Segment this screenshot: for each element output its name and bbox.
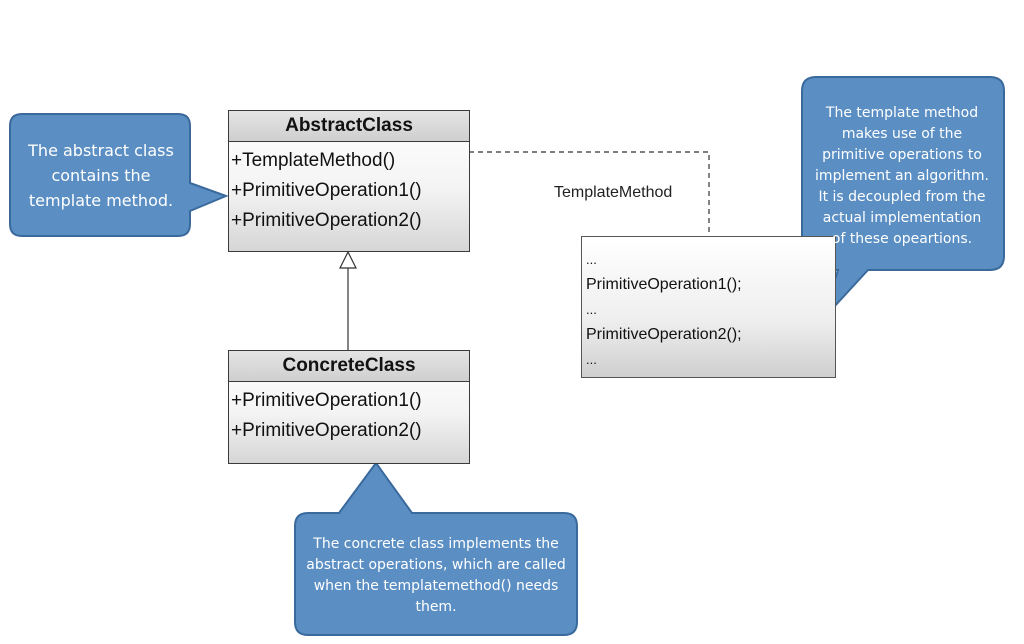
note-line: PrimitiveOperation2(); — [586, 326, 742, 343]
connector-label: TemplateMethod — [554, 184, 673, 201]
abstract-op: +PrimitiveOperation1() — [231, 180, 422, 201]
callout-right-text: The template method makes use of the pri… — [815, 104, 989, 247]
abstract-op: +TemplateMethod() — [231, 150, 396, 171]
concrete-class-name: ConcreteClass — [229, 351, 469, 382]
callout-right-shape — [801, 76, 1005, 321]
callout-left-text: The abstract class contains the template… — [28, 140, 174, 210]
abstract-op: +PrimitiveOperation2() — [231, 210, 422, 231]
note-line: PrimitiveOperation1(); — [586, 276, 742, 293]
concrete-class-box[interactable]: ConcreteClass +PrimitiveOperation1() +Pr… — [228, 350, 470, 464]
note-box[interactable]: ... PrimitiveOperation1(); ... Primitive… — [581, 236, 836, 378]
callout-bottom-shape — [294, 461, 578, 636]
note-line: ... — [586, 252, 597, 267]
note-line: ... — [586, 352, 597, 367]
abstract-class-operations: +TemplateMethod() +PrimitiveOperation1()… — [229, 142, 469, 236]
note-line: ... — [586, 302, 597, 317]
callout-left-shape — [9, 113, 229, 237]
concrete-op: +PrimitiveOperation2() — [231, 420, 422, 441]
abstract-class-box[interactable]: AbstractClass +TemplateMethod() +Primiti… — [228, 110, 470, 252]
inheritance-arrow-icon — [339, 250, 357, 269]
callout-bottom-text: The concrete class implements the abstra… — [306, 536, 566, 615]
concrete-op: +PrimitiveOperation1() — [231, 390, 422, 411]
concrete-class-operations: +PrimitiveOperation1() +PrimitiveOperati… — [229, 382, 469, 446]
abstract-class-name: AbstractClass — [229, 111, 469, 142]
